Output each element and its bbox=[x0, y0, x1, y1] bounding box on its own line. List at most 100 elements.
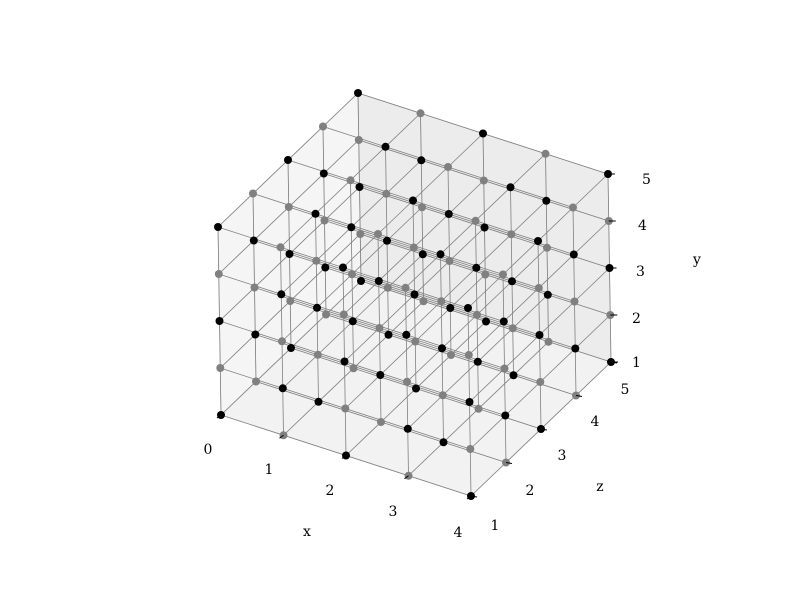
x-tick-3: 3 bbox=[389, 504, 398, 520]
y-tick-4: 4 bbox=[638, 218, 647, 234]
data-point bbox=[445, 257, 454, 265]
data-point bbox=[278, 384, 287, 393]
z-tick-2: 2 bbox=[526, 483, 535, 499]
z-tick-4: 4 bbox=[591, 414, 600, 430]
x-tick-1: 1 bbox=[265, 462, 274, 478]
data-point bbox=[383, 283, 392, 292]
data-point bbox=[377, 418, 385, 426]
data-point bbox=[313, 303, 321, 312]
data-point bbox=[214, 223, 222, 231]
data-point bbox=[409, 196, 417, 205]
data-point bbox=[535, 331, 544, 339]
y-axis-label: y bbox=[692, 252, 701, 268]
data-point bbox=[417, 156, 426, 165]
z-tick-mark bbox=[505, 462, 513, 464]
z-tick-mark bbox=[470, 495, 478, 498]
data-point bbox=[401, 283, 410, 292]
data-point bbox=[543, 290, 552, 299]
data-point bbox=[534, 237, 542, 245]
data-point bbox=[348, 317, 357, 326]
data-point bbox=[509, 371, 518, 380]
data-point bbox=[479, 129, 487, 138]
data-point bbox=[416, 109, 425, 118]
data-point bbox=[278, 337, 286, 346]
data-point bbox=[571, 344, 580, 353]
data-point bbox=[356, 230, 365, 238]
data-point bbox=[249, 236, 258, 245]
data-point bbox=[501, 411, 510, 420]
data-point bbox=[499, 270, 507, 279]
data-point bbox=[481, 270, 490, 279]
z-tick-3: 3 bbox=[558, 448, 567, 464]
data-point bbox=[403, 424, 412, 433]
data-point bbox=[355, 183, 364, 191]
data-point bbox=[384, 330, 393, 339]
data-point bbox=[499, 317, 508, 326]
y-tick-2: 2 bbox=[632, 311, 641, 327]
data-point bbox=[287, 344, 295, 352]
axis-ticks bbox=[216, 173, 618, 500]
data-point bbox=[321, 263, 330, 272]
data-point bbox=[472, 263, 481, 272]
data-point bbox=[276, 243, 285, 252]
data-point bbox=[479, 176, 488, 185]
y-tick-1: 1 bbox=[632, 355, 641, 371]
data-point bbox=[382, 189, 391, 198]
data-point bbox=[439, 438, 448, 447]
data-point bbox=[507, 230, 516, 239]
data-point bbox=[418, 250, 427, 259]
x-tick-mark bbox=[341, 455, 347, 459]
data-point bbox=[464, 304, 472, 312]
data-point bbox=[471, 216, 480, 225]
y-tick-3: 3 bbox=[636, 264, 645, 280]
data-point bbox=[319, 169, 328, 178]
data-point bbox=[419, 297, 428, 306]
data-point bbox=[277, 290, 286, 299]
data-point bbox=[508, 324, 517, 333]
data-point bbox=[444, 210, 453, 218]
data-point bbox=[216, 364, 225, 372]
data-point bbox=[544, 337, 553, 346]
data-point bbox=[252, 377, 260, 386]
data-point bbox=[402, 330, 411, 339]
y-tick-5: 5 bbox=[642, 172, 651, 188]
data-point bbox=[569, 250, 578, 259]
data-point bbox=[409, 243, 418, 252]
x-tick-0: 0 bbox=[204, 442, 213, 458]
data-point bbox=[375, 324, 384, 332]
data-point bbox=[215, 317, 224, 325]
data-point bbox=[250, 283, 259, 292]
data-point bbox=[474, 404, 483, 413]
data-point bbox=[541, 149, 550, 158]
data-point bbox=[508, 277, 516, 286]
data-point bbox=[339, 263, 347, 272]
data-point bbox=[374, 277, 383, 285]
data-point bbox=[320, 216, 329, 225]
data-point bbox=[411, 337, 420, 346]
data-point bbox=[311, 209, 320, 218]
data-point bbox=[418, 203, 426, 212]
x-tick-4: 4 bbox=[454, 525, 463, 541]
x-tick-mark bbox=[466, 495, 472, 500]
x-tick-2: 2 bbox=[326, 483, 335, 499]
data-point bbox=[214, 270, 223, 278]
data-point bbox=[534, 284, 543, 292]
data-point bbox=[319, 122, 327, 131]
data-point bbox=[348, 270, 356, 279]
data-point bbox=[251, 330, 260, 339]
data-point bbox=[346, 176, 355, 185]
data-point bbox=[444, 163, 452, 171]
data-point bbox=[286, 297, 295, 305]
data-point bbox=[542, 196, 551, 205]
data-point bbox=[376, 371, 385, 379]
data-point bbox=[322, 310, 330, 319]
x-tick-mark bbox=[404, 475, 409, 480]
data-point bbox=[347, 223, 356, 232]
data-point bbox=[438, 344, 446, 353]
data-point bbox=[436, 250, 445, 259]
data-point bbox=[381, 142, 390, 151]
data-point bbox=[536, 378, 545, 386]
data-point bbox=[410, 290, 419, 299]
